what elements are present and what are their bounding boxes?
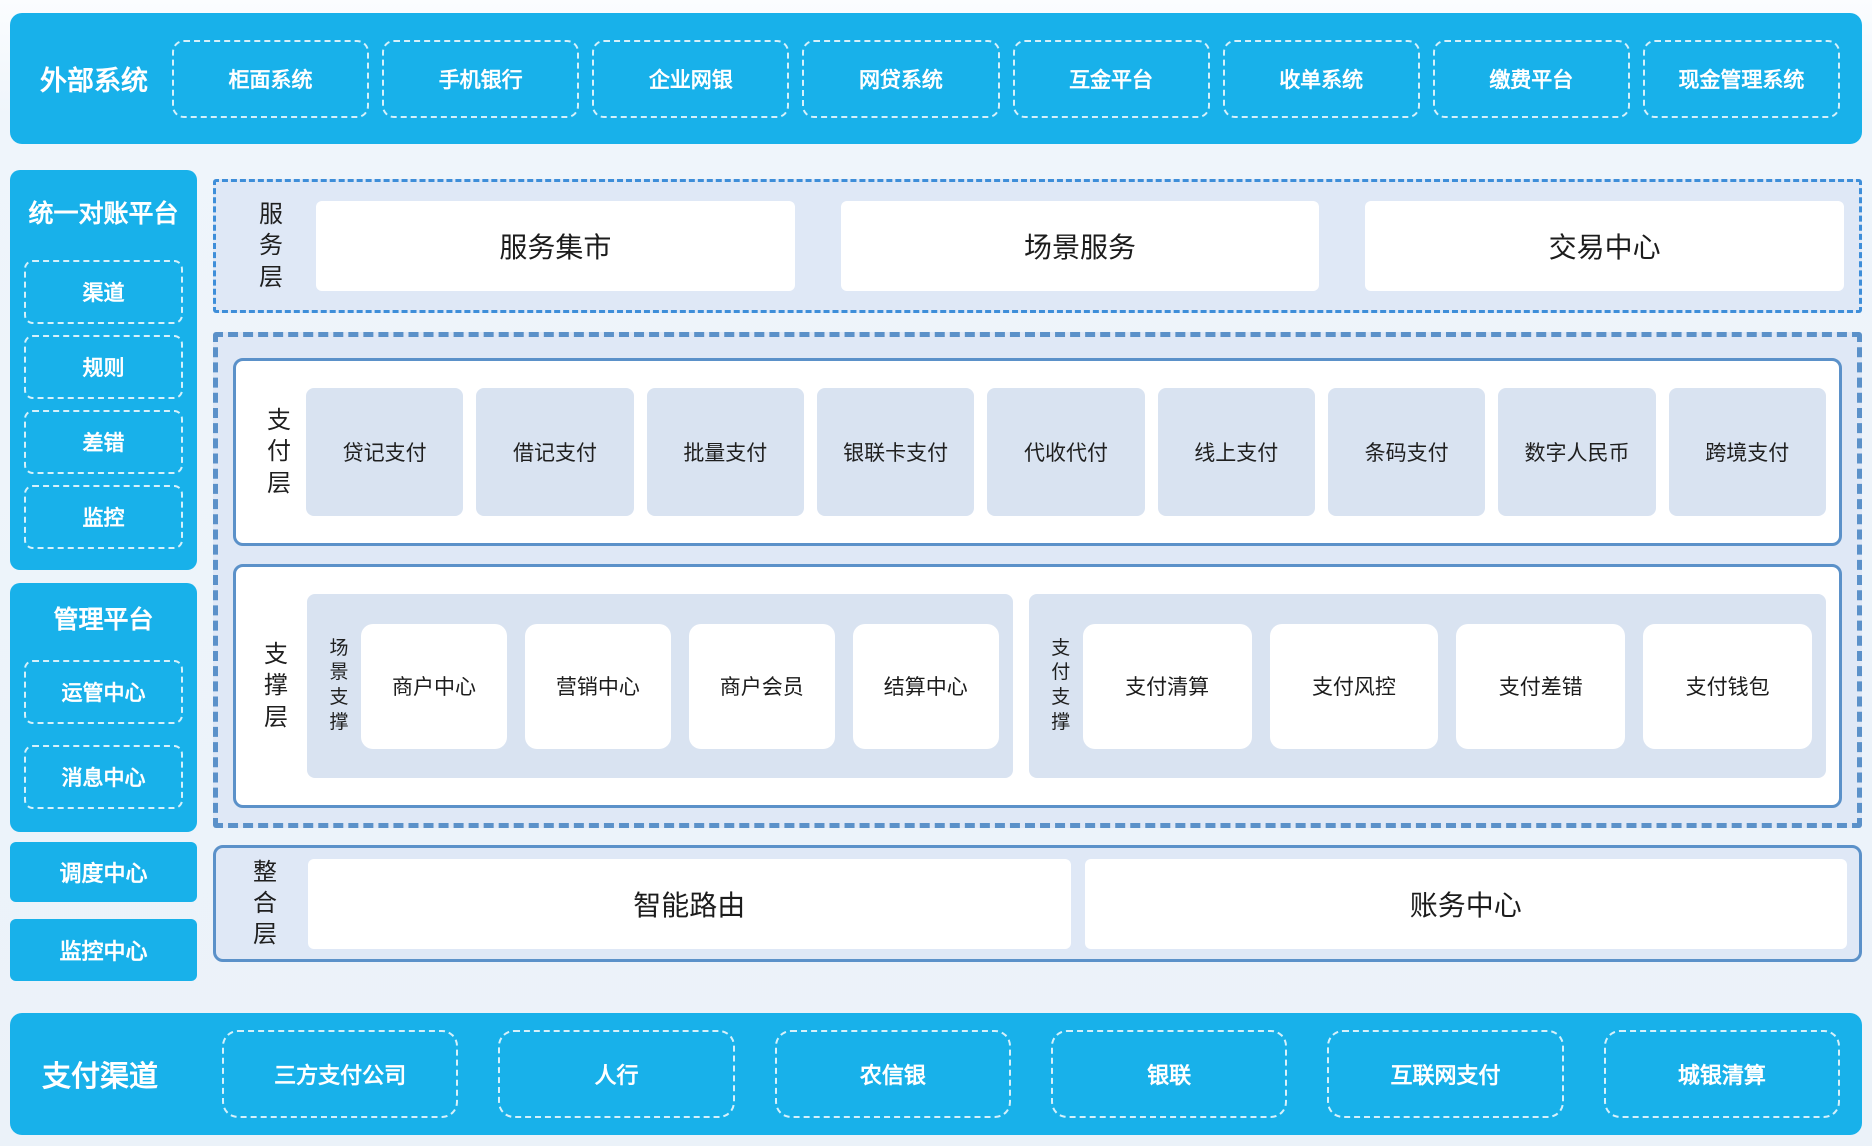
support-box-payment-discrepancy: 支付差错 [1456, 623, 1626, 749]
channel-pboc: 人行 [498, 1030, 735, 1118]
payment-channels-bar: 支付渠道 三方支付公司 人行 农信银 银联 互联网支付 城银清算 [10, 1013, 1862, 1135]
external-systems-items: 柜面系统 手机银行 企业网银 网贷系统 互金平台 收单系统 缴费平台 现金管理系… [172, 39, 1840, 118]
payment-box-credit: 贷记支付 [306, 388, 464, 516]
support-box-payment-risk-control: 支付风控 [1269, 623, 1439, 749]
scenario-support-label: 场景支撑 [329, 637, 349, 733]
payment-box-unionpay-card: 银联卡支付 [816, 388, 975, 516]
channel-internet-payment: 互联网支付 [1327, 1030, 1564, 1118]
support-box-payment-wallet: 支付钱包 [1643, 623, 1813, 749]
integration-layer-boxes: 智能路由 账务中心 [308, 858, 1847, 949]
integration-box-accounting-center: 账务中心 [1084, 858, 1847, 949]
channel-rural-credit-bank: 农信银 [774, 1030, 1011, 1118]
support-layer-groups: 场景支撑 商户中心 营销中心 商户会员 结算中心 支付支撑 支付清算 支付风控 [307, 594, 1826, 778]
payment-box-batch: 批量支付 [646, 388, 804, 516]
reconciliation-platform-title: 统一对账平台 [28, 200, 179, 228]
external-system-acquiring: 收单系统 [1222, 39, 1420, 118]
service-layer-boxes: 服务集市 场景服务 交易中心 [316, 201, 1845, 291]
payment-layer-label: 支付层 [267, 407, 291, 497]
support-layer-label: 支撑层 [264, 641, 288, 731]
management-platform-title: 管理平台 [53, 606, 154, 634]
payment-channels-items: 三方支付公司 人行 农信银 银联 互联网支付 城银清算 [222, 1030, 1840, 1118]
payment-layer-boxes: 贷记支付 借记支付 批量支付 银联卡支付 代收代付 线上支付 条码支付 数字人民… [306, 388, 1826, 516]
payment-layer: 支付层 贷记支付 借记支付 批量支付 银联卡支付 代收代付 线上支付 条码支付 … [233, 358, 1842, 546]
payment-box-online: 线上支付 [1157, 388, 1315, 516]
payment-box-debit: 借记支付 [476, 388, 634, 516]
external-system-corporate-ebank: 企业网银 [592, 39, 790, 118]
reconciliation-item-discrepancy: 差错 [24, 410, 183, 474]
reconciliation-item-rules: 规则 [24, 335, 183, 399]
service-box-trading-center: 交易中心 [1365, 201, 1845, 291]
external-systems-title: 外部系统 [40, 66, 148, 96]
reconciliation-item-monitoring: 监控 [24, 485, 183, 549]
service-box-service-market: 服务集市 [316, 201, 795, 291]
management-item-message-center: 消息中心 [24, 745, 183, 809]
payment-box-collection-agency: 代收代付 [987, 388, 1145, 516]
support-layer: 支撑层 场景支撑 商户中心 营销中心 商户会员 结算中心 支付支撑 [233, 564, 1842, 808]
reconciliation-platform-block: 统一对账平台 渠道 规则 差错 监控 [10, 170, 197, 570]
support-box-marketing-center: 营销中心 [524, 623, 671, 749]
integration-box-smart-routing: 智能路由 [308, 858, 1071, 949]
channel-city-bank-clearing: 城银清算 [1603, 1030, 1840, 1118]
payment-support-boxes: 支付清算 支付风控 支付差错 支付钱包 [1082, 623, 1813, 749]
external-systems-bar: 外部系统 柜面系统 手机银行 企业网银 网贷系统 互金平台 收单系统 缴费平台 … [10, 13, 1862, 144]
external-system-fee-payment: 缴费平台 [1432, 39, 1630, 118]
integration-layer-label: 整合层 [253, 858, 277, 949]
channel-third-party-payment: 三方支付公司 [222, 1030, 459, 1118]
management-platform-block: 管理平台 运管中心 消息中心 [10, 583, 197, 832]
service-layer: 服务层 服务集市 场景服务 交易中心 [213, 179, 1862, 313]
payment-box-digital-rmb: 数字人民币 [1498, 388, 1656, 516]
management-item-operations-center: 运管中心 [24, 660, 183, 724]
scheduling-center-block: 调度中心 [10, 842, 197, 902]
monitoring-center-block: 监控中心 [10, 919, 197, 981]
external-system-cash-management: 现金管理系统 [1642, 39, 1840, 118]
main-layers: 服务层 服务集市 场景服务 交易中心 支付层 贷记支付 借记支付 批量支付 银联… [213, 179, 1862, 962]
scenario-support-boxes: 商户中心 营销中心 商户会员 结算中心 [361, 623, 999, 749]
support-box-settlement-center: 结算中心 [852, 623, 999, 749]
payment-box-barcode: 条码支付 [1327, 388, 1486, 516]
service-box-scenario-service: 场景服务 [840, 201, 1320, 291]
external-system-counter: 柜面系统 [172, 39, 370, 118]
left-sidebar: 统一对账平台 渠道 规则 差错 监控 管理平台 运管中心 消息中心 调度中心 监… [10, 170, 197, 981]
support-box-merchant-member: 商户会员 [688, 623, 835, 749]
support-box-payment-clearing: 支付清算 [1082, 623, 1252, 749]
service-layer-label: 服务层 [259, 201, 283, 291]
external-system-internet-finance: 互金平台 [1012, 39, 1210, 118]
payment-box-cross-border: 跨境支付 [1668, 388, 1826, 516]
payment-support-group: 支付支撑 支付清算 支付风控 支付差错 支付钱包 [1028, 594, 1826, 778]
scenario-support-group: 场景支撑 商户中心 营销中心 商户会员 结算中心 [307, 594, 1013, 778]
payment-channels-title: 支付渠道 [42, 1061, 159, 1093]
payment-support-wrapper: 支付层 贷记支付 借记支付 批量支付 银联卡支付 代收代付 线上支付 条码支付 … [213, 332, 1862, 828]
external-system-mobile-banking: 手机银行 [382, 39, 580, 118]
channel-unionpay: 银联 [1051, 1030, 1288, 1118]
payment-support-label: 支付支撑 [1051, 637, 1071, 733]
reconciliation-item-channel: 渠道 [24, 260, 183, 324]
integration-layer: 整合层 智能路由 账务中心 [213, 845, 1862, 962]
support-box-merchant-center: 商户中心 [361, 623, 507, 749]
external-system-online-lending: 网贷系统 [802, 39, 1000, 118]
